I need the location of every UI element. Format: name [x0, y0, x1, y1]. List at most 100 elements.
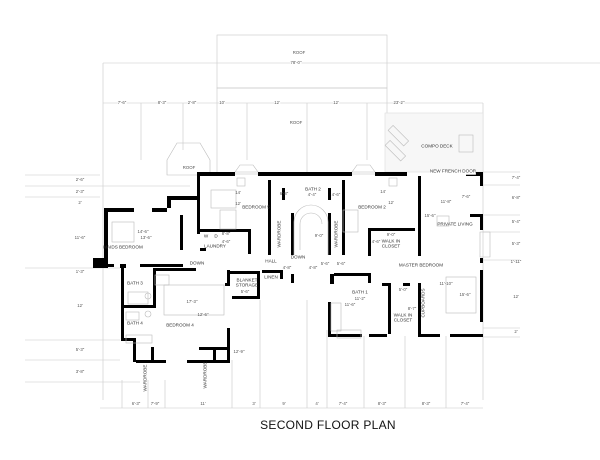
bedroom4-height: 12'-6" — [197, 311, 209, 317]
right-dim: 5'-4" — [511, 218, 521, 224]
new-french-door-label: NEW FRENCH DOOR — [429, 168, 477, 175]
top-dim: 8'-3" — [157, 99, 167, 106]
top-dim: 7'-6" — [117, 99, 127, 106]
private-living-dim: 7'-6" — [461, 193, 471, 199]
walk-in-closet-2-label: WALK IN CLOSET — [393, 312, 413, 322]
bottom-dim: 4' — [315, 400, 319, 406]
wardrobe-label: WARDROBE — [202, 361, 208, 389]
hall-dim: 5'-6" — [336, 260, 346, 266]
walk-in-closet-label: WALK IN CLOSET — [381, 238, 401, 248]
bath1-label: BATH 1 — [352, 289, 368, 295]
walls — [93, 172, 483, 363]
bottom-dim: 7'-4" — [338, 400, 348, 406]
right-dim: 1'-11" — [510, 258, 522, 264]
blanket-storage-label: BLANKET STORAGE — [235, 277, 259, 287]
bedroom5-width: 14' — [235, 189, 241, 195]
top-dim: 23'-2" — [393, 99, 405, 106]
overall-width-dim: 78'-0" — [290, 59, 302, 66]
right-dim: 6'-8" — [511, 194, 521, 200]
bedroom2-height: 12' — [388, 199, 394, 205]
bay-window-roof — [166, 142, 211, 176]
stair-treads — [299, 212, 323, 250]
stair-down-label-2: DOWN — [189, 260, 205, 266]
bedroom4-width: 17'-3" — [186, 298, 198, 304]
compo-deck-label: COMPO DECK — [421, 143, 453, 149]
wardrobe-label: WARDROBE — [142, 364, 148, 392]
bottom-dim: 3' — [252, 400, 256, 406]
master-bedroom-height: 15'-6" — [459, 291, 471, 297]
bedroom4-dim: 12'-9" — [233, 348, 245, 354]
hall-dim: 4'-8" — [282, 264, 292, 270]
bottom-dim: 7'-4" — [460, 400, 470, 406]
dim-extension-lines — [25, 63, 520, 409]
bedroom5-label: BEDROOM 5 — [242, 204, 270, 210]
top-dim: 12' — [274, 99, 280, 106]
bedroom2-width: 14' — [380, 188, 386, 194]
laundry-dim: 4'-6" — [221, 238, 231, 244]
bedroom4-label: BEDROOM 4 — [166, 322, 194, 328]
bottom-dim: 8'-3" — [421, 400, 431, 406]
left-dim: 3'-8" — [75, 368, 85, 374]
bedroom2-label: BEDROOM 2 — [358, 204, 386, 210]
bath2-dim: 6'-8" — [279, 190, 289, 196]
bottom-dim: 9' — [282, 400, 286, 406]
bath1-width: 11'-2" — [354, 295, 366, 301]
upper-roof — [216, 34, 388, 89]
top-dim: 10' — [219, 99, 225, 106]
bottom-dim: 7'-9" — [150, 400, 160, 406]
right-dim: 5'-3" — [511, 240, 521, 246]
master-bedroom-width: 11'-10" — [439, 280, 453, 286]
dryer-label: D — [214, 233, 218, 239]
maids-bedroom-height: 13'-6" — [140, 234, 152, 240]
wardrobe-label: WARDROBE — [276, 220, 282, 248]
right-dim: 12' — [513, 293, 519, 299]
bath2-label: BATH 2 — [305, 186, 321, 192]
bath3-label: BATH 3 — [127, 280, 143, 286]
plan-title: SECOND FLOOR PLAN — [260, 418, 396, 432]
stair-dim: 9'-0" — [314, 232, 324, 238]
hall-dim: 4'-8" — [308, 264, 318, 270]
private-living-height: 15'-6" — [424, 212, 436, 218]
deck-loungers — [384, 124, 474, 162]
maids-bedroom-label: MAIDS BEDROOM — [103, 244, 143, 250]
right-dim: 2' — [514, 328, 518, 334]
wardrobe-label: WARDROBE — [333, 220, 339, 248]
laundry-label: LAUNDRY — [204, 243, 226, 249]
left-dim: 12' — [77, 302, 83, 308]
cupboards-label: CUPBOARDS — [420, 288, 426, 318]
walk-in-closet-2-dim: 5'-0" — [398, 286, 408, 292]
bottom-dim: 11' — [200, 400, 206, 406]
stair-down-label: DOWN — [290, 254, 306, 260]
compo-deck — [384, 112, 484, 173]
right-dim: 7'-4" — [511, 174, 521, 180]
lower-roof — [216, 87, 388, 175]
bay-window-bedroom2 — [351, 164, 376, 173]
left-dim: 2' — [78, 199, 82, 205]
linen-label: LINEN — [264, 274, 278, 280]
bath1-height: 11'-6" — [344, 301, 356, 307]
bedroom5-height: 12' — [235, 200, 241, 206]
top-dim: 12' — [333, 99, 339, 106]
left-dim: 2'-3" — [75, 188, 85, 194]
fixtures — [111, 177, 491, 344]
bath2-dim: 4'-4" — [307, 191, 317, 197]
hall-label: HALL — [265, 258, 277, 264]
bath2-dim: 4'-6" — [331, 191, 341, 197]
roof-label-upper: ROOF — [292, 49, 306, 55]
washer-label: W — [203, 233, 209, 239]
bath4-label: BATH 4 — [127, 320, 143, 326]
left-dim: 11'-6" — [74, 234, 86, 240]
left-dim: 2'-6" — [75, 176, 85, 182]
top-dim: 2'-8" — [187, 99, 197, 106]
bay-window-bedroom5 — [234, 164, 259, 173]
left-dim: 1'-3" — [75, 268, 85, 274]
private-living-width: 11'-8" — [440, 198, 452, 204]
blanket-storage-dim: 5'-6" — [240, 288, 250, 294]
hall-dim: 5'-6" — [320, 260, 330, 266]
left-dim: 5'-3" — [75, 346, 85, 352]
roof-label-lower: ROOF — [289, 119, 303, 125]
roof-label-bay: ROOF — [182, 164, 196, 170]
walk-in-closet-2-dim: 8'-7" — [407, 305, 417, 311]
curved-stair — [293, 204, 329, 255]
